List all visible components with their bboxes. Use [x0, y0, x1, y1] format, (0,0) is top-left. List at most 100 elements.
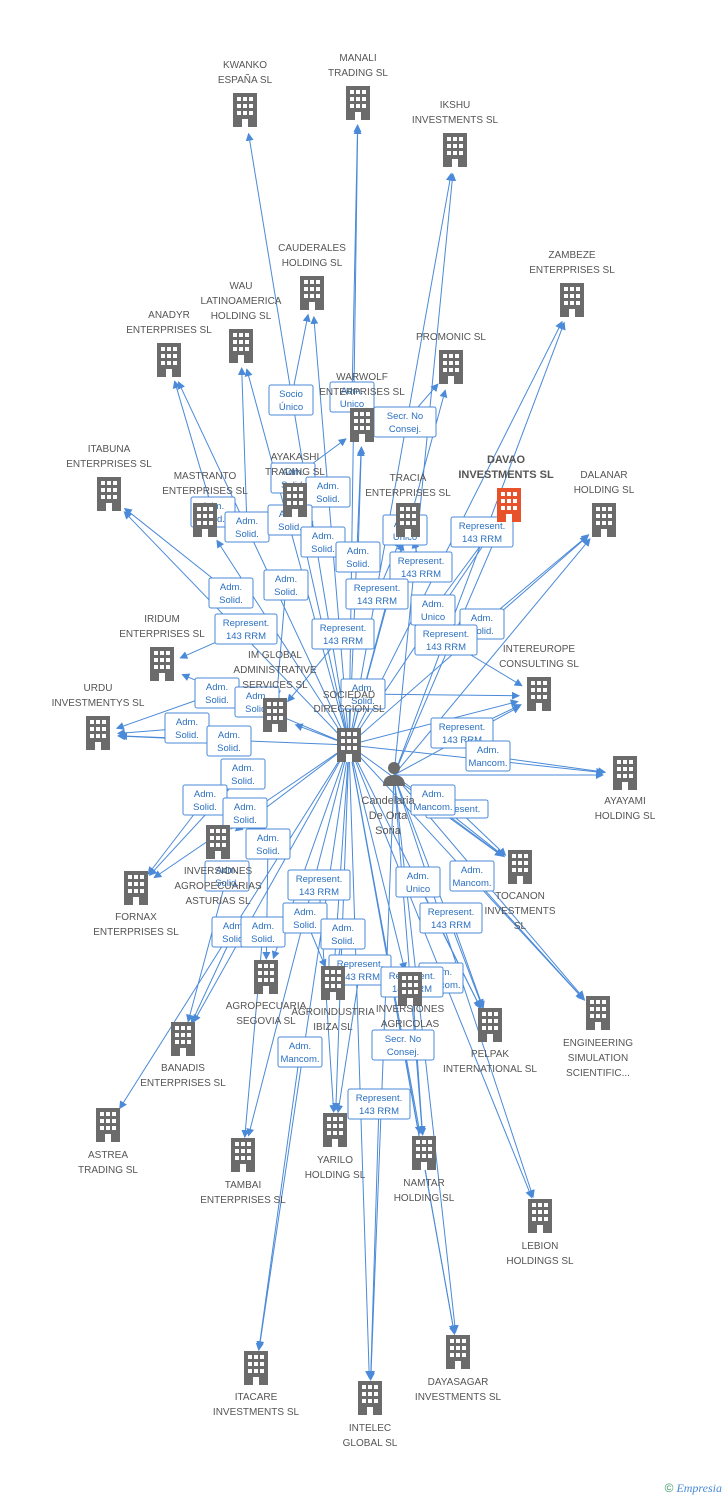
relation-label[interactable]: Adm.Mancom.: [410, 784, 456, 816]
relation-text: 143 RRM: [226, 631, 266, 642]
relation-label[interactable]: Adm.Mancom.: [449, 860, 495, 892]
relation-label[interactable]: Adm.Solid.: [194, 677, 240, 709]
relation-text: Solid.: [278, 522, 302, 533]
relation-text: Adm.: [341, 386, 363, 397]
relation-text: Consej.: [387, 1047, 419, 1058]
relation-label[interactable]: Represent.143 RRM: [347, 1088, 411, 1120]
relation-label[interactable]: Represent.143 RRM: [414, 624, 478, 656]
brand-name: Empresia: [676, 1481, 722, 1495]
relation-label[interactable]: Adm.Solid.: [220, 758, 266, 790]
company-node-promonic[interactable]: PROMONIC SL: [416, 332, 486, 384]
relation-label[interactable]: Adm.Solid.: [335, 541, 381, 573]
company-name: IBIZA SL: [313, 1022, 353, 1033]
relation-label[interactable]: Adm.Mancom.: [277, 1036, 323, 1068]
relation-label[interactable]: Adm.Solid.: [340, 678, 386, 710]
relation-text: Unico: [340, 399, 364, 410]
relation-text: Adm.: [477, 745, 499, 756]
company-node-engineering[interactable]: ENGINEERINGSIMULATIONSCIENTIFIC...: [563, 996, 633, 1079]
relation-label[interactable]: Represent.143 RRM: [345, 578, 409, 610]
relation-text: Adm.: [347, 546, 369, 557]
person-name: De Orta: [369, 810, 408, 822]
relation-label[interactable]: Adm.Solid.: [208, 577, 254, 609]
relation-text: Adm.: [422, 789, 444, 800]
relation-label[interactable]: Adm.Solid.: [305, 476, 351, 508]
relation-label[interactable]: Adm.Mancom.: [465, 740, 511, 772]
relation-label[interactable]: Represent.143 RRM: [450, 516, 514, 548]
relation-label[interactable]: Represent.143 RRM: [419, 902, 483, 934]
relation-label[interactable]: Adm.Solid.: [222, 797, 268, 829]
edges-layer: [115, 123, 607, 1382]
relation-label[interactable]: Adm.Solid.: [164, 712, 210, 744]
edge-company-ikshu: [348, 172, 454, 746]
relation-text: Represent.: [354, 583, 400, 594]
company-name: IM GLOBAL: [248, 650, 302, 661]
relation-label[interactable]: Adm.Unico: [410, 594, 456, 626]
relation-label[interactable]: Adm.Solid.: [206, 725, 252, 757]
relation-label[interactable]: Represent.143 RRM: [287, 869, 351, 901]
building-icon: [263, 698, 287, 732]
relation-label[interactable]: Adm.Solid.: [182, 784, 228, 816]
empresia-logo[interactable]: ©Empresia: [665, 1481, 722, 1496]
relation-label[interactable]: Adm.Solid.: [282, 902, 328, 934]
relation-label[interactable]: Adm.Unico: [395, 866, 441, 898]
company-name: ENGINEERING: [563, 1038, 633, 1049]
relation-label[interactable]: Represent.143 RRM: [389, 551, 453, 583]
relation-label[interactable]: Represent.143 RRM: [214, 613, 278, 645]
edge-person-lebion: [393, 774, 535, 1199]
relation-label[interactable]: Adm.Solid.: [320, 918, 366, 950]
relation-label[interactable]: Adm.Solid.: [224, 511, 270, 543]
relation-label[interactable]: Adm.Solid.: [263, 569, 309, 601]
building-icon: [613, 756, 637, 790]
relation-label[interactable]: Adm.Solid.: [204, 860, 250, 892]
relation-label[interactable]: Represent.143 RRM: [311, 618, 375, 650]
building-icon: [193, 503, 217, 537]
edge-person-namtar: [393, 774, 426, 1135]
relation-label[interactable]: Adm.Solid.: [245, 828, 291, 860]
company-name: LEBION: [522, 1241, 559, 1252]
relation-label[interactable]: Adm.Solid.: [240, 916, 286, 948]
relation-text: Adm.: [216, 865, 238, 876]
company-name: YARILO: [317, 1155, 353, 1166]
building-icon: [528, 1199, 552, 1233]
